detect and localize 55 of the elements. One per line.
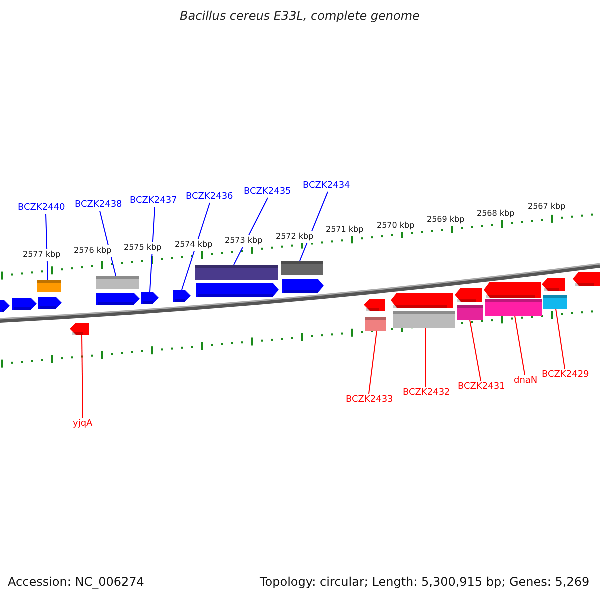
scale-label: 2569 kbp	[427, 214, 465, 226]
gene-feature	[141, 292, 159, 304]
gene-label: BCZK2438	[75, 199, 122, 211]
scale-label: 2577 kbp	[23, 249, 61, 261]
title-text: Bacillus cereus E33L, complete genome	[179, 10, 421, 22]
gene-bar	[393, 311, 455, 328]
gene-bar	[281, 261, 323, 275]
gene-label: BCZK2432	[403, 387, 450, 399]
scale-label: 2575 kbp	[124, 242, 162, 254]
leader-line	[556, 308, 566, 370]
gene-label: BCZK2433	[346, 394, 394, 406]
scale-label: 2568 kbp	[477, 208, 515, 220]
gene-feature	[38, 297, 62, 309]
gene-label: BCZK2434	[303, 180, 350, 192]
leader-line	[182, 202, 210, 290]
scale-label: 2567 kbp	[528, 201, 566, 213]
gene-bar	[195, 265, 278, 280]
scale-label: 2572 kbp	[276, 231, 314, 243]
gene-bar	[485, 299, 542, 316]
gene-bar	[543, 295, 567, 309]
gene-bar	[457, 305, 483, 320]
gene-bar	[365, 317, 386, 331]
leader-line	[514, 316, 526, 376]
scale-label: 2573 kbp	[225, 235, 263, 247]
scale-label: 2570 kbp	[377, 220, 415, 232]
gene-feature	[573, 272, 600, 286]
scale-label: 2576 kbp	[74, 245, 112, 257]
gene-feature	[364, 299, 385, 311]
scale-label: 2571 kbp	[326, 224, 364, 236]
gene-feature	[70, 323, 89, 335]
gene-label: yjqA	[73, 418, 93, 430]
gene-feature	[455, 288, 482, 302]
gene-label: BCZK2436	[186, 191, 234, 203]
gene-label: dnaN	[514, 375, 538, 387]
gene-label: BCZK2431	[458, 381, 506, 393]
leader-line	[82, 334, 84, 418]
gene-bar	[96, 276, 139, 289]
gene-feature	[196, 283, 279, 297]
leader-line	[470, 320, 482, 382]
genome-stats-text: Topology: circular; Length: 5,300,915 bp; Genes: 5,269	[260, 576, 590, 588]
leader-line	[368, 330, 378, 394]
gene-feature	[391, 293, 453, 308]
gene-feature	[173, 290, 191, 302]
gene-bar	[37, 280, 61, 292]
gene-feature	[12, 298, 37, 310]
gene-feature	[282, 279, 324, 293]
leader-line	[150, 206, 156, 292]
gene-feature	[542, 278, 565, 291]
gene-feature	[0, 300, 10, 312]
gene-label: BCZK2429	[542, 369, 590, 381]
scale-label: 2574 kbp	[175, 239, 213, 251]
gene-label: BCZK2440	[18, 202, 66, 214]
gene-label: BCZK2437	[130, 195, 178, 207]
accession-text: Accession: NC_006274	[8, 576, 144, 588]
gene-label: BCZK2435	[244, 186, 292, 198]
